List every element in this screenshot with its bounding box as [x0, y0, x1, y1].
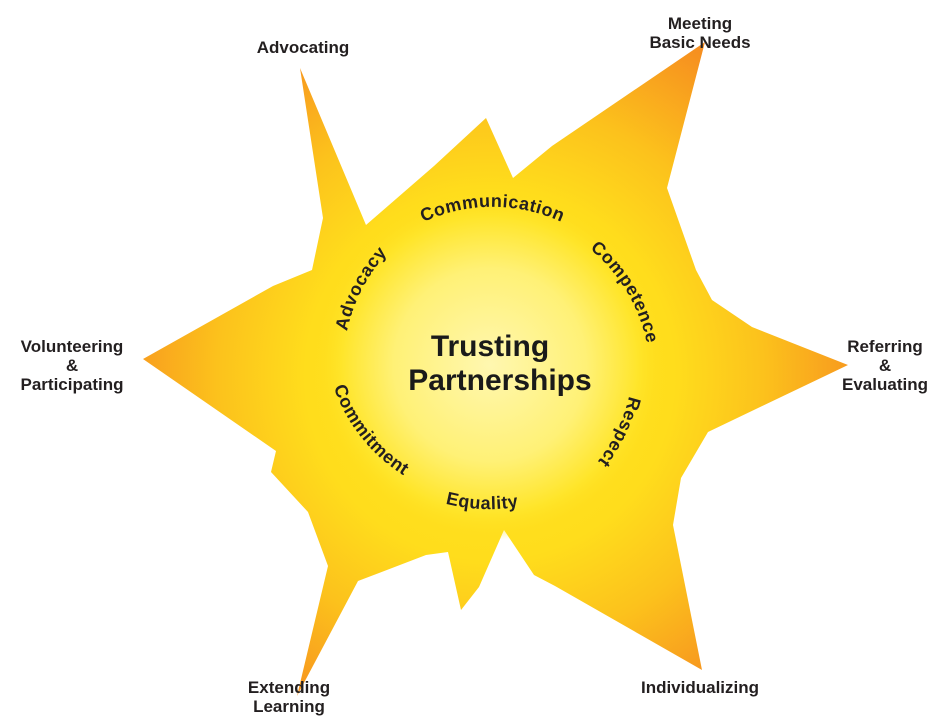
label-advocating-line-1: Advocating [256, 38, 350, 57]
label-volunteering-participating-line-1: Volunteering [20, 337, 124, 356]
label-referring-evaluating-line-2: & [878, 356, 892, 375]
label-individualizing: Individualizing [615, 678, 785, 697]
label-meeting-basic-needs-line-1: Meeting [667, 14, 733, 33]
label-volunteering-participating: Volunteering & Participating [0, 337, 144, 394]
center-title-line-2: Partnerships [408, 364, 591, 397]
label-extending-learning: Extending Learning [224, 678, 354, 716]
label-individualizing-line-1: Individualizing [640, 678, 760, 697]
label-advocating: Advocating [243, 38, 363, 57]
label-volunteering-participating-line-2: & [65, 356, 79, 375]
label-referring-evaluating-line-1: Referring [847, 337, 923, 356]
sun-core [312, 187, 668, 543]
center-title-line-1: Trusting [431, 330, 549, 363]
label-meeting-basic-needs-line-2: Basic Needs [649, 33, 751, 52]
label-meeting-basic-needs: Meeting Basic Needs [630, 14, 770, 52]
label-referring-evaluating-line-3: Evaluating [842, 375, 928, 394]
label-extending-learning-line-1: Extending [247, 678, 331, 697]
label-extending-learning-line-2: Learning [253, 697, 325, 716]
label-referring-evaluating: Referring & Evaluating [828, 337, 942, 394]
label-volunteering-participating-line-3: Participating [20, 375, 124, 394]
